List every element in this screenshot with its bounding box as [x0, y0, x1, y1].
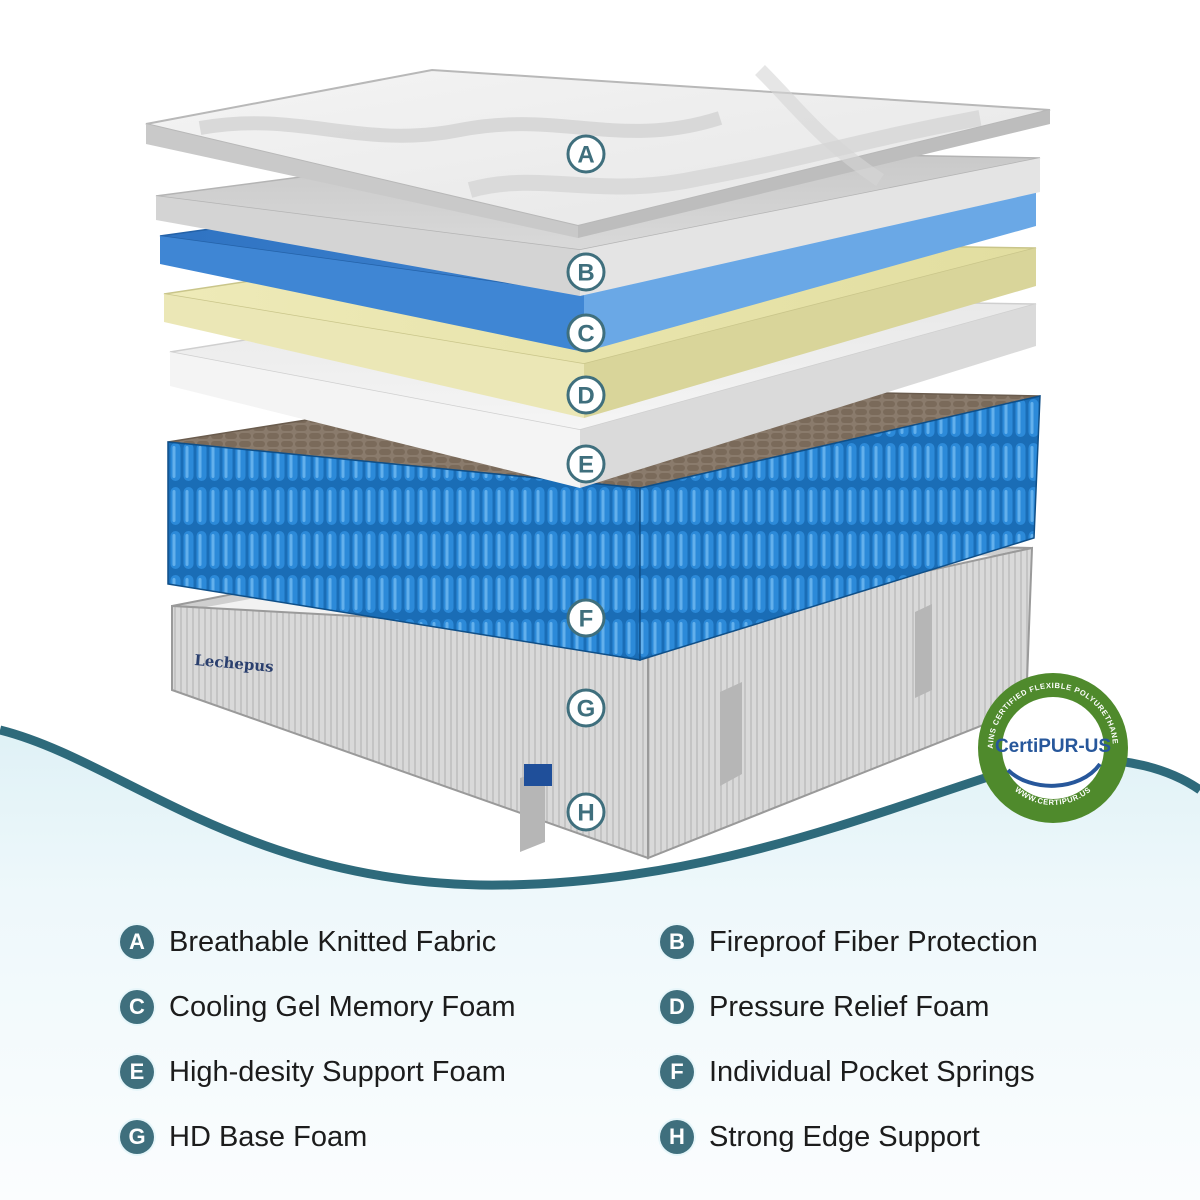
cert-name: CertiPUR-US	[995, 736, 1111, 757]
legend-item-b: B Fireproof Fiber Protection	[660, 920, 1100, 964]
legend-label: Individual Pocket Springs	[709, 1055, 1035, 1088]
legend-label: Fireproof Fiber Protection	[709, 925, 1038, 958]
layer-legend: A Breathable Knitted Fabric B Fireproof …	[120, 920, 1100, 1170]
marker-g: G	[566, 688, 606, 728]
legend-badge: F	[660, 1055, 694, 1089]
marker-a: A	[566, 134, 606, 174]
marker-h: H	[566, 792, 606, 832]
svg-text:D: D	[577, 383, 594, 410]
legend-label: Cooling Gel Memory Foam	[169, 990, 516, 1023]
legend-label: High-desity Support Foam	[169, 1055, 506, 1088]
legend-item-d: D Pressure Relief Foam	[660, 985, 1100, 1029]
svg-text:E: E	[578, 452, 594, 479]
svg-text:F: F	[579, 606, 594, 633]
marker-e: E	[566, 444, 606, 484]
legend-badge: H	[660, 1120, 694, 1154]
marker-b: B	[566, 252, 606, 292]
legend-label: Pressure Relief Foam	[709, 990, 990, 1023]
legend-badge: B	[660, 925, 694, 959]
legend-badge: A	[120, 925, 154, 959]
legend-item-a: A Breathable Knitted Fabric	[120, 920, 660, 964]
svg-text:C: C	[577, 321, 594, 348]
legend-badge: D	[660, 990, 694, 1024]
svg-text:G: G	[577, 696, 596, 723]
svg-text:B: B	[577, 260, 594, 287]
legend-label: Strong Edge Support	[709, 1120, 980, 1153]
svg-text:H: H	[577, 800, 594, 827]
marker-d: D	[566, 375, 606, 415]
marker-c: C	[566, 313, 606, 353]
legend-item-g: G HD Base Foam	[120, 1115, 660, 1159]
legend-badge: G	[120, 1120, 154, 1154]
legend-item-e: E High-desity Support Foam	[120, 1050, 660, 1094]
letter-markers: A B C D E F G	[566, 134, 606, 832]
legend-item-f: F Individual Pocket Springs	[660, 1050, 1100, 1094]
legend-item-c: C Cooling Gel Memory Foam	[120, 985, 660, 1029]
marker-f: F	[566, 598, 606, 638]
legend-badge: C	[120, 990, 154, 1024]
legend-label: Breathable Knitted Fabric	[169, 925, 497, 958]
brand-tag	[524, 764, 552, 786]
legend-label: HD Base Foam	[169, 1120, 368, 1153]
legend-item-h: H Strong Edge Support	[660, 1115, 1100, 1159]
legend-badge: E	[120, 1055, 154, 1089]
svg-text:A: A	[577, 142, 594, 169]
